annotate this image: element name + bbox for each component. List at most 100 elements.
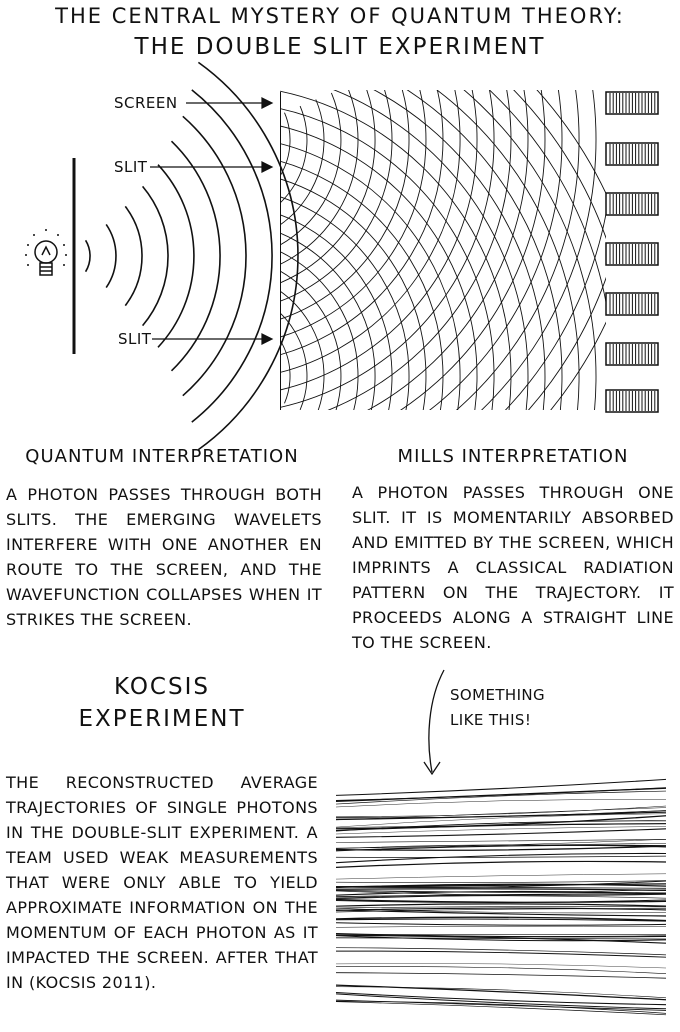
- wavelet-arc-bottom: [280, 312, 308, 410]
- trajectory-line: [335, 909, 667, 917]
- trajectory-line: [335, 890, 667, 896]
- quantum-text: A PHOTON PASSES THROUGH BOTH SLITS. THE …: [6, 485, 322, 629]
- trajectory-line: [335, 880, 667, 888]
- kocsis-heading-line-2: EXPERIMENT: [78, 706, 246, 732]
- trajectory-line: [335, 991, 667, 1006]
- wavelet-arc-top: [399, 90, 546, 410]
- trajectory-line: [335, 787, 667, 803]
- wavefront-arc: [157, 164, 195, 348]
- wavelet-arc-top: [280, 90, 359, 265]
- wavelet-arc-bottom: [332, 90, 529, 410]
- wavelet-arc-top: [280, 105, 308, 204]
- wavelet-arc-bottom: [280, 251, 359, 410]
- quantum-heading: QUANTUM INTERPRETATION: [25, 446, 299, 467]
- trajectory-line: [335, 918, 667, 922]
- trajectory-line: [335, 813, 667, 828]
- trajectory-line: [335, 860, 667, 869]
- trajectory-line: [335, 888, 667, 892]
- trajectory-line: [335, 844, 667, 852]
- wavelet-arc-top: [280, 90, 410, 320]
- trajectory-line: [335, 778, 667, 796]
- wavelet-arc-bottom: [280, 108, 495, 410]
- trajectory-line: [335, 899, 667, 904]
- trajectory-line: [335, 935, 667, 942]
- trajectory-line: [335, 826, 667, 835]
- title-line-2: THE DOUBLE SLIT EXPERIMENT: [134, 34, 546, 60]
- detector-band: [605, 91, 659, 115]
- trajectory-line: [335, 790, 667, 805]
- trajectory-line: [335, 907, 667, 911]
- emerging-wavelets: [84, 61, 299, 451]
- wavelet-arc-top: [280, 92, 342, 246]
- trajectory-line: [335, 805, 667, 817]
- wavelet-arc-top: [504, 211, 606, 410]
- trajectory-line: [335, 925, 667, 928]
- wavelet-arc-bottom: [536, 90, 606, 195]
- trajectory-line: [335, 963, 667, 969]
- wavelet-arc-top: [280, 90, 461, 373]
- wavefront-arc: [170, 140, 221, 372]
- trajectory-line: [335, 883, 667, 888]
- trajectory-line: [335, 947, 667, 956]
- kocsis-heading-line-1: KOCSIS: [114, 674, 210, 700]
- wavefront-arc: [197, 61, 299, 451]
- trajectory-line: [335, 950, 667, 958]
- wavelet-arc-top: [527, 276, 606, 410]
- trajectory-line: [335, 889, 667, 893]
- wavelet-arc-bottom: [488, 90, 606, 305]
- wavelet-arc-bottom: [280, 339, 291, 404]
- label-arrows: [150, 97, 274, 345]
- wavelet-arc-bottom: [280, 214, 393, 410]
- detector-band: [605, 342, 659, 366]
- wavelet-arc-bottom: [280, 125, 478, 410]
- trajectory-line: [335, 972, 667, 979]
- wavelet-arc-top: [428, 90, 563, 410]
- trajectory-line: [335, 922, 667, 926]
- wavefront-arc: [191, 89, 273, 423]
- trajectory-line: [335, 823, 667, 832]
- wavelet-arc-bottom: [513, 90, 606, 240]
- trajectory-line: [335, 852, 667, 864]
- photon-trajectories: [335, 778, 667, 1016]
- trajectory-line: [335, 993, 667, 1010]
- trajectory-line: [335, 1000, 667, 1014]
- trajectory-line: [335, 895, 667, 899]
- kocsis-text: THE RECONSTRUCTED AVERAGE TRAJECTORIES O…: [6, 773, 318, 992]
- wavelet-arc-bottom: [373, 90, 546, 410]
- wavelet-arc-top: [280, 90, 444, 356]
- detector-band: [605, 142, 659, 166]
- trajectory-line: [335, 799, 667, 808]
- detector-band: [605, 292, 659, 316]
- wavelet-arc-bottom: [406, 90, 563, 410]
- trajectory-line: [335, 984, 667, 1001]
- wavelet-arc-top: [280, 99, 325, 226]
- wavelet-arc-bottom: [280, 232, 376, 410]
- wavelet-arc-bottom: [280, 270, 342, 410]
- wavefront-arc: [84, 239, 91, 273]
- wavelet-arc-top: [550, 321, 606, 410]
- wavefront-arc: [124, 205, 143, 307]
- note-line-1: SOMETHING: [450, 686, 546, 704]
- note-arrow: [423, 669, 445, 776]
- trajectory-line: [335, 873, 667, 880]
- wavefront-arc: [182, 115, 247, 397]
- trajectory-line: [335, 934, 667, 937]
- trajectory-line: [335, 880, 667, 883]
- wavelet-arc-top: [280, 90, 478, 391]
- wavelet-arc-top: [280, 90, 495, 408]
- note-line-2: LIKE THIS!: [450, 711, 532, 729]
- trajectory-line: [335, 839, 667, 843]
- trajectory-line: [335, 906, 667, 909]
- wavelet-arc-bottom: [280, 90, 512, 410]
- wavelet-arc-bottom: [280, 290, 325, 410]
- mills-heading: MILLS INTERPRETATION: [397, 446, 629, 467]
- trajectory-line: [335, 1001, 667, 1016]
- trajectory-line: [335, 828, 667, 838]
- interference-pattern: [280, 90, 606, 410]
- screen-label: SCREEN: [114, 94, 178, 112]
- wavelet-arc-bottom: [463, 90, 597, 410]
- detector-screen-bands: [605, 91, 659, 413]
- wavelet-arc-bottom: [280, 160, 444, 410]
- trajectory-line: [335, 916, 667, 922]
- slit-label-top: SLIT: [114, 158, 148, 176]
